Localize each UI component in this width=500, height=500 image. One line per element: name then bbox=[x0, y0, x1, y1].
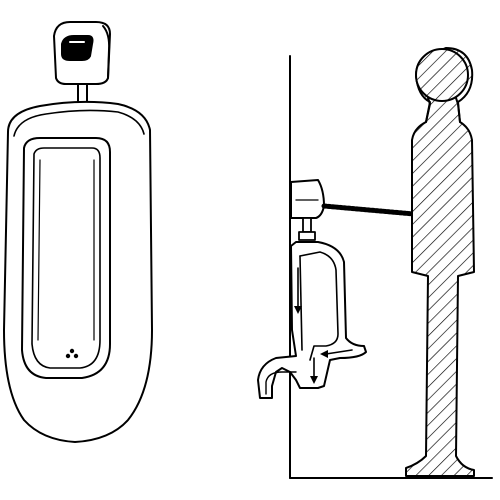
flush-sensor-side-icon bbox=[290, 179, 325, 219]
cross-section-scene bbox=[257, 47, 493, 479]
urinal-front-view-icon bbox=[3, 21, 153, 443]
sensor-beam-icon bbox=[321, 203, 417, 217]
flush-sensor-icon bbox=[53, 21, 111, 85]
person-silhouette-icon bbox=[405, 47, 475, 477]
urinal-basin bbox=[21, 137, 111, 379]
urinal-cross-section-icon bbox=[257, 241, 367, 399]
water-flow-arrow-icon bbox=[294, 267, 353, 384]
drain-holes bbox=[65, 348, 79, 359]
